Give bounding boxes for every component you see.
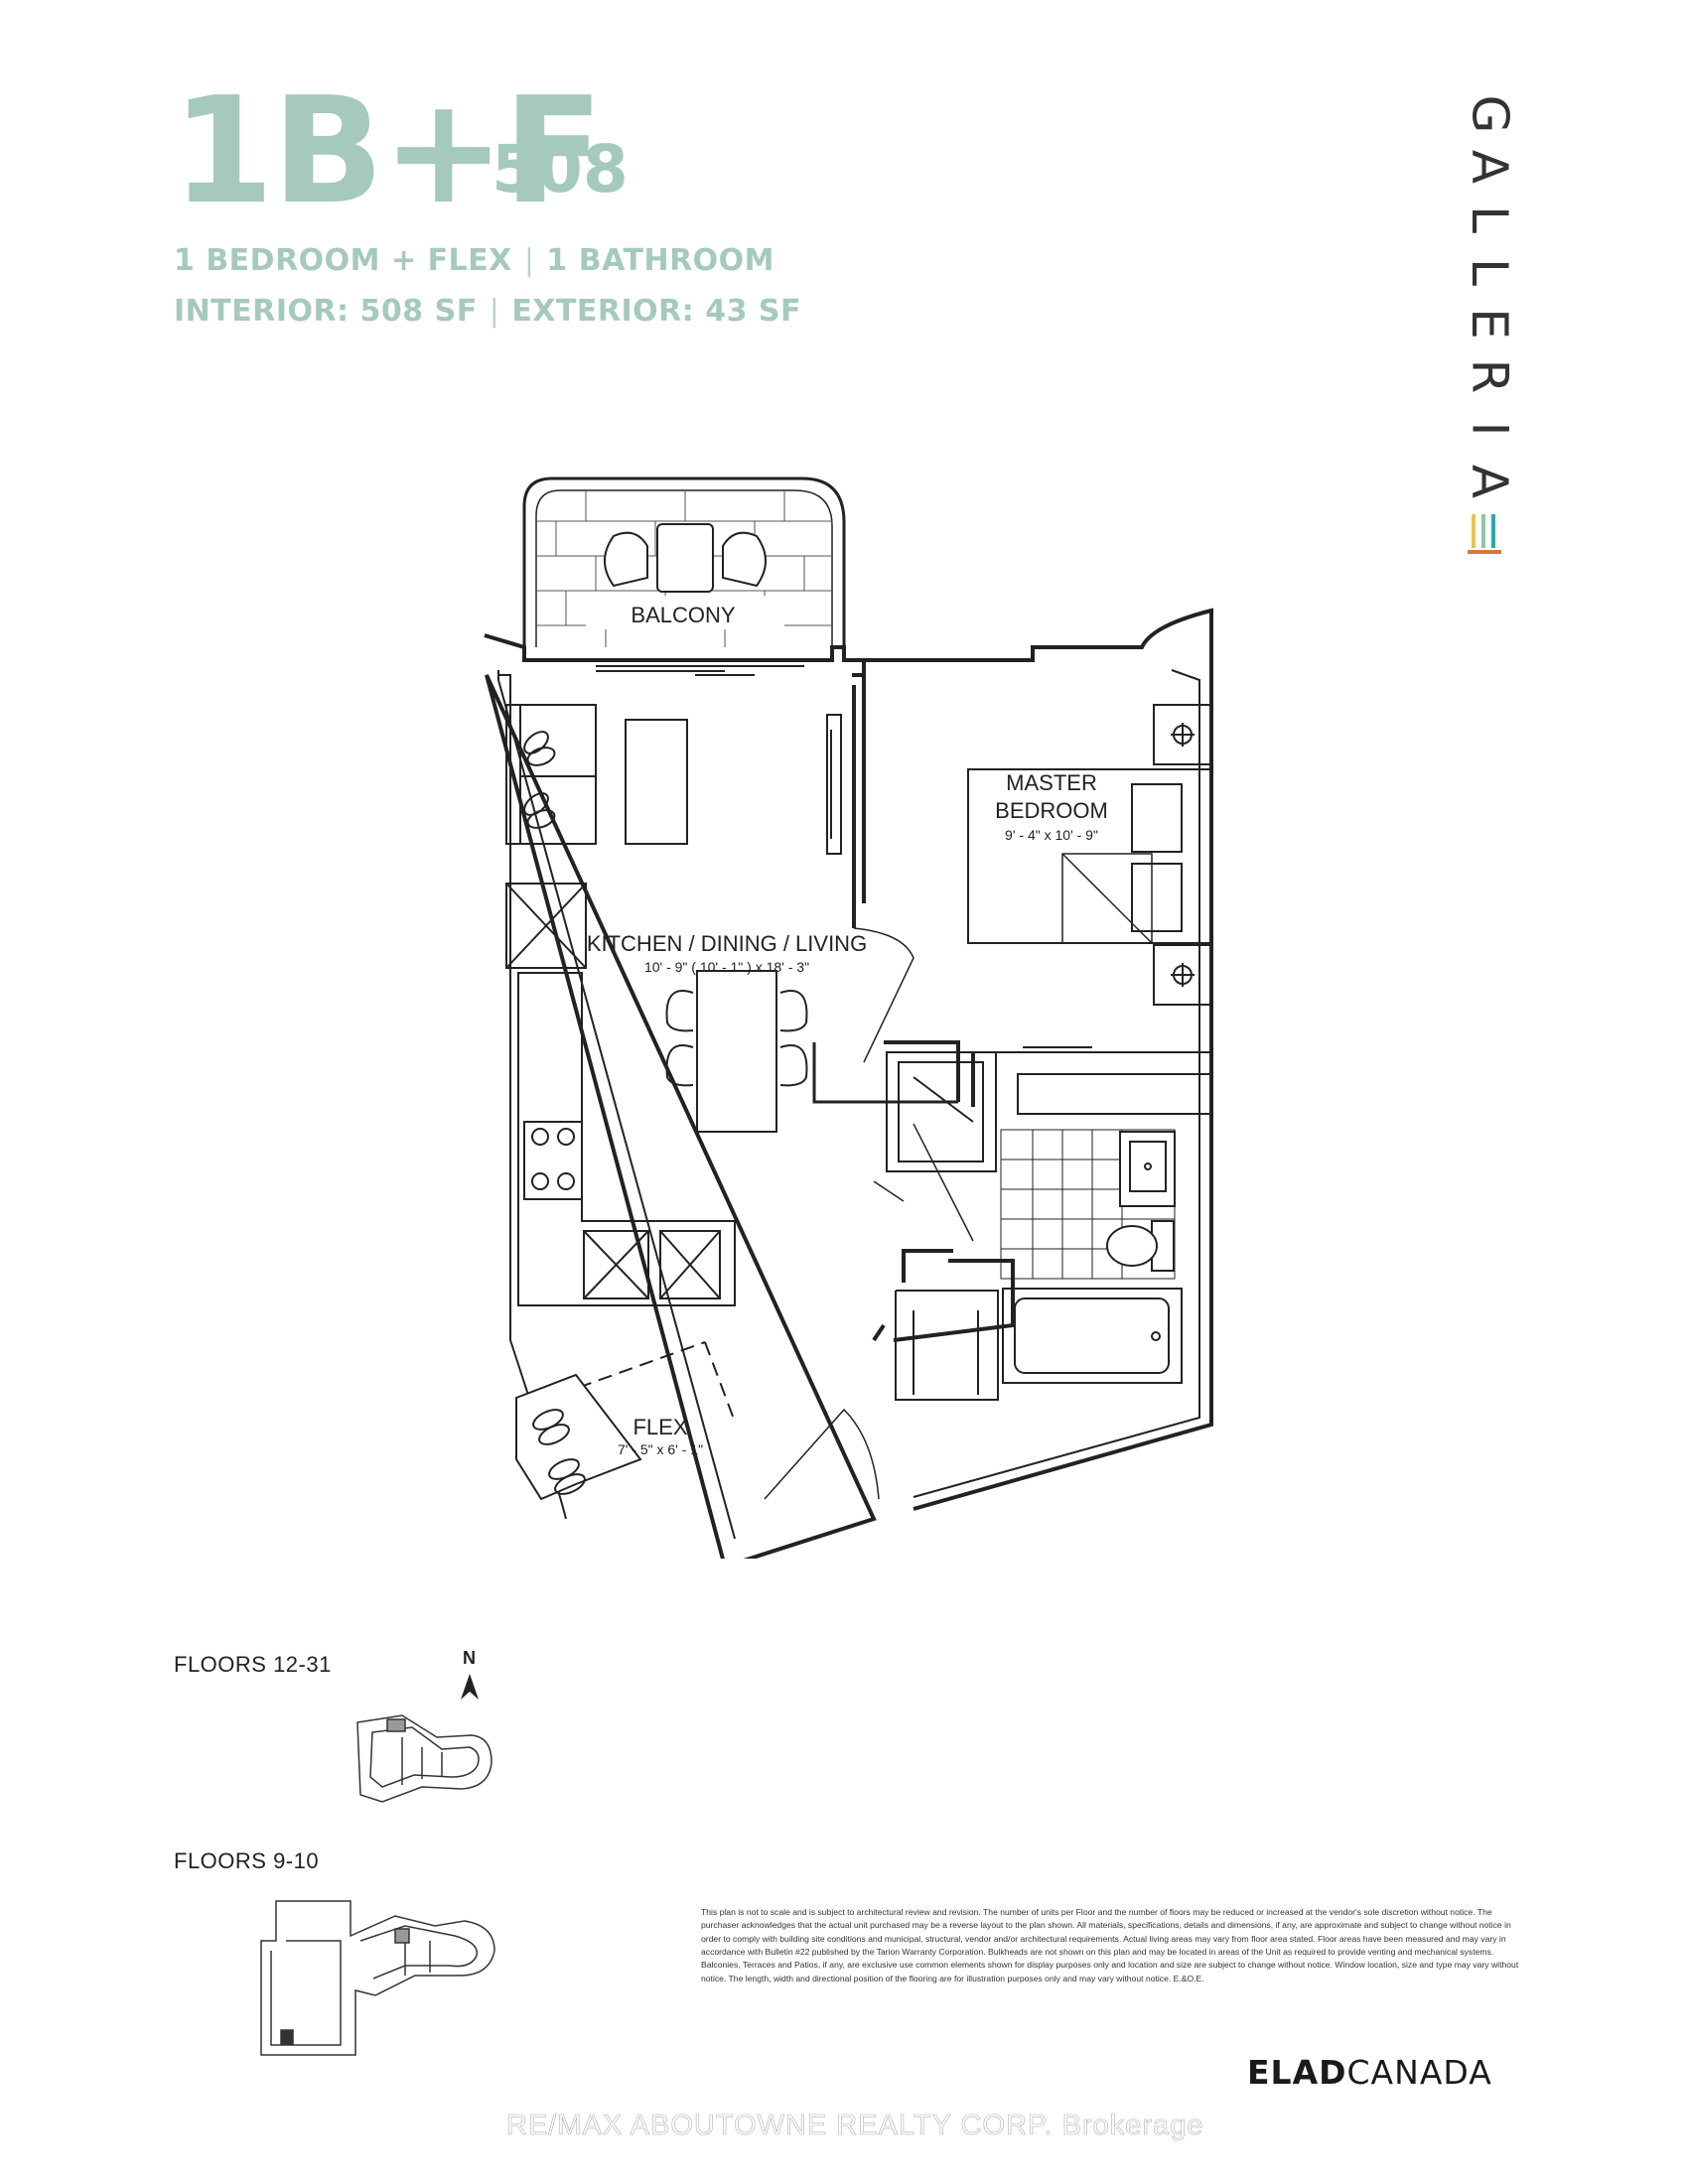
- unit-floor-plan: BALCONY: [484, 477, 1213, 1559]
- dining-set: [665, 970, 808, 1133]
- flex-room: [515, 1341, 736, 1501]
- unit-area-line: INTERIOR: 508 SF | EXTERIOR: 43 SF: [174, 294, 801, 329]
- flex-label: FLEX: [633, 1415, 687, 1439]
- divider: |: [523, 243, 535, 278]
- brand-letter: L: [1460, 205, 1518, 233]
- north-arrow-icon: [461, 1674, 479, 1700]
- brand-stripe: [1481, 514, 1485, 548]
- kitchen-counter: [517, 972, 736, 1306]
- master-bedroom-dimensions: 9' - 4" x 10' - 9": [1005, 827, 1098, 843]
- interior-area: INTERIOR: 508 SF: [174, 294, 478, 329]
- brand-stripe: [1472, 514, 1476, 548]
- logo-bold-part: ELAD: [1247, 2053, 1347, 2092]
- bedroom-count: 1 BEDROOM + FLEX: [174, 243, 512, 278]
- key-plan-upper: [356, 1714, 492, 1803]
- unit-type-line: 1 BEDROOM + FLEX | 1 BATHROOM: [174, 243, 774, 278]
- brand-letter: G: [1461, 94, 1518, 134]
- vanity-sink: [1119, 1131, 1176, 1207]
- master-bedroom-label-line2: BEDROOM: [995, 798, 1108, 823]
- brand-letter: A: [1461, 149, 1518, 184]
- north-label: N: [463, 1648, 476, 1668]
- unit-number: 508: [492, 131, 629, 207]
- balcony: [522, 477, 846, 647]
- flex-dimensions: 7' - 5" x 6' - 1": [618, 1441, 703, 1457]
- balcony-label: BALCONY: [631, 603, 735, 627]
- brand-stripe: [1468, 550, 1501, 554]
- nightstand: [1153, 704, 1212, 1006]
- brand-letter: R: [1461, 358, 1518, 394]
- bathroom-count: 1 BATHROOM: [546, 243, 775, 278]
- key-plan-lower: [260, 1900, 495, 2056]
- brand-stripe: [1491, 514, 1495, 548]
- bathtub: [1002, 1288, 1183, 1384]
- linen-closet: [895, 1290, 999, 1401]
- bedroom-closet: [1017, 1073, 1212, 1115]
- logo-light-part: CANADA: [1346, 2053, 1492, 2092]
- key-plan-upper-label: FLOORS 12-31: [174, 1652, 332, 1677]
- legal-disclaimer: This plan is not to scale and is subject…: [701, 1907, 1519, 1983]
- brand-letter: I: [1461, 421, 1518, 437]
- brand-letter: A: [1461, 464, 1518, 499]
- brokerage-watermark: RE/MAX ABOUTOWNE REALTY CORP. Brokerage: [506, 2110, 1204, 2142]
- kitchen-dining-living-dimensions: 10' - 9" ( 10' - 1" ) x 18' - 3": [644, 959, 809, 975]
- toilet: [1106, 1220, 1175, 1272]
- bed: [967, 768, 1212, 944]
- elad-canada-logo: ELADCANADA: [1247, 2053, 1492, 2092]
- divider: |: [489, 294, 500, 329]
- unit-code-title: 1B+F: [172, 66, 604, 236]
- tv-unit: [826, 714, 842, 855]
- washer-dryer: [886, 1051, 997, 1172]
- refrigerator: [505, 883, 587, 969]
- bedroom-door: [853, 927, 914, 1063]
- brand-stripes: [1468, 514, 1501, 554]
- coffee-table: [625, 719, 688, 845]
- kitchen-dining-living-label: KITCHEN / DINING / LIVING: [587, 931, 867, 956]
- bathroom-door: [913, 1123, 974, 1242]
- sliding-door: [596, 665, 804, 676]
- key-plan-lower-label: FLOORS 9-10: [174, 1848, 320, 1873]
- brand-letter: E: [1461, 308, 1518, 341]
- brand-letter: L: [1460, 257, 1518, 286]
- entry-door: [764, 1408, 880, 1500]
- master-bedroom-label-line1: MASTER: [1006, 770, 1097, 795]
- sofa: [505, 704, 597, 845]
- interior-walls: [812, 660, 1211, 1342]
- exterior-area: EXTERIOR: 43 SF: [511, 294, 801, 329]
